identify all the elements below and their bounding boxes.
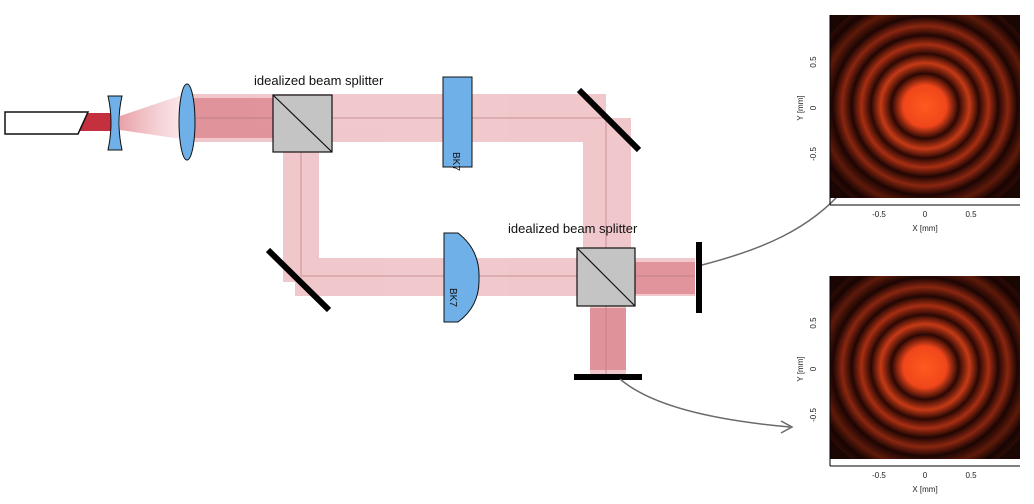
mirror-top-right xyxy=(576,87,642,153)
beam-cone xyxy=(120,93,188,140)
label-splitter-bottom: idealized beam splitter xyxy=(508,221,638,236)
beam-overlaps xyxy=(188,98,695,370)
laser-source xyxy=(4,111,90,135)
plot-top-rings xyxy=(830,15,1020,198)
bk7-plate: BK7 xyxy=(442,76,473,171)
plot-bottom-ytick-3: -0.5 xyxy=(809,408,818,422)
plot-bottom-xtick-3: 0.5 xyxy=(965,471,977,480)
beam-splitter-top xyxy=(272,94,333,153)
plot-bottom: 0.5 0 -0.5 Y [mm] -0.5 0 0.5 X [mm] xyxy=(796,276,1020,494)
laser-beam-core xyxy=(78,113,112,131)
plot-top-ytick-3: -0.5 xyxy=(809,147,818,161)
plot-bottom-ytick-1: 0.5 xyxy=(809,317,818,329)
plot-bottom-xtick-1: -0.5 xyxy=(872,471,886,480)
plot-bottom-rings xyxy=(830,276,1020,459)
plot-top-xtick-2: 0 xyxy=(923,210,928,219)
plot-top-ytick-2: 0 xyxy=(809,105,818,110)
label-bk7-plate: BK7 xyxy=(450,152,461,171)
arrow-head-bottom xyxy=(780,420,794,434)
plot-bottom-xtick-2: 0 xyxy=(923,471,928,480)
beam-splitter-bottom xyxy=(576,247,636,307)
arrow-to-top-plot xyxy=(701,187,846,266)
bk7-lens: BK7 xyxy=(443,232,480,323)
plot-bottom-ylabel: Y [mm] xyxy=(796,356,805,381)
plot-top-xtick-3: 0.5 xyxy=(965,210,977,219)
plot-top: 0.5 0 -0.5 Y [mm] -0.5 0 0.5 X [mm] xyxy=(796,15,1020,233)
plot-top-xtick-1: -0.5 xyxy=(872,210,886,219)
beam-down-to-mirror xyxy=(590,300,626,376)
plot-bottom-xlabel: X [mm] xyxy=(912,485,937,494)
plot-top-ytick-1: 0.5 xyxy=(809,56,818,68)
label-bk7-lens: BK7 xyxy=(447,288,458,307)
mirror-bottom-left xyxy=(265,247,332,313)
convex-lens xyxy=(178,83,196,161)
arrow-to-bottom-plot xyxy=(619,378,791,428)
plot-top-ylabel: Y [mm] xyxy=(796,95,805,120)
label-splitter-top: idealized beam splitter xyxy=(254,73,384,88)
plot-bottom-ytick-2: 0 xyxy=(809,366,818,371)
concave-lens xyxy=(107,95,123,151)
plot-top-xlabel: X [mm] xyxy=(912,224,937,233)
